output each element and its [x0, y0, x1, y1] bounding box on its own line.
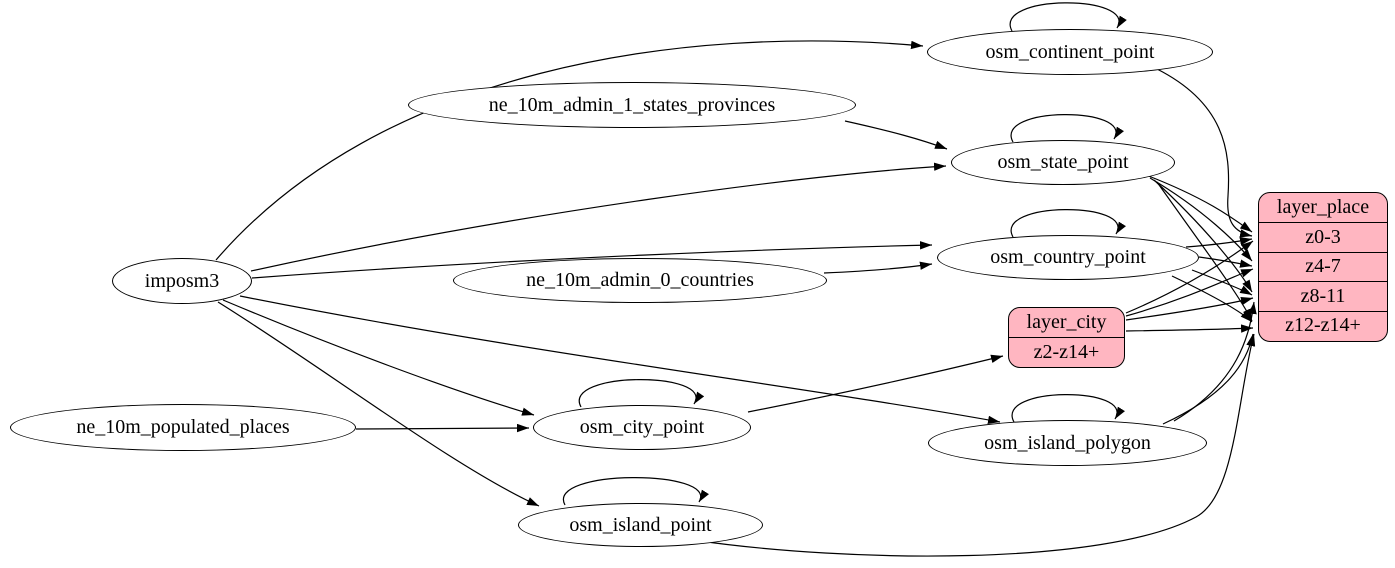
layer-place-row-z8-11: z8-11: [1259, 281, 1387, 310]
layer-city-row-z2-z14: z2-z14+: [1009, 337, 1124, 366]
node-osm-continent-point: osm_continent_point: [927, 29, 1213, 75]
edge-country-z4: [1198, 256, 1253, 268]
edge-imposm3-country: [251, 241, 933, 279]
node-ne-10m-admin-1-states-provinces: ne_10m_admin_1_states_provinces: [408, 82, 856, 128]
edge-continent-z0: [1156, 68, 1253, 238]
edge-layercity-z8: [1125, 296, 1254, 321]
edge-islandpt-z12: [692, 333, 1256, 557]
edge-imposm3-city: [222, 299, 535, 416]
node-osm-city-point: osm_city_point: [533, 405, 751, 450]
edge-ne1-state: [844, 120, 948, 150]
node-osm-country-point: osm_country_point: [937, 235, 1199, 280]
edge-layercity-z4: [1125, 268, 1254, 317]
edge-imposm3-island-polygon: [239, 295, 1001, 425]
edge-ne0-country: [823, 261, 933, 274]
record-layer-city: layer_city z2-z14+: [1008, 307, 1125, 368]
edge-imposm3-continent: [215, 40, 924, 261]
selfloop-city: [578, 379, 705, 408]
record-layer-place: layer_place z0-3 z4-7 z8-11 z12-z14+: [1258, 192, 1388, 342]
edge-layercity-z12: [1125, 324, 1254, 333]
edge-city-layercity: [747, 354, 1004, 413]
selfloop-continent: [1009, 2, 1127, 32]
edge-imposm3-state: [250, 162, 947, 272]
layer-place-row-z12-z14: z12-z14+: [1259, 310, 1387, 340]
layer-place-row-z0-3: z0-3: [1259, 222, 1387, 251]
layer-city-title: layer_city: [1026, 311, 1107, 333]
edge-state-z0: [1145, 174, 1253, 233]
selfloop-island-polygon: [1011, 394, 1125, 423]
edge-state-z4: [1149, 177, 1253, 262]
selfloop-state: [1010, 114, 1124, 143]
node-ne-10m-admin-0-countries: ne_10m_admin_0_countries: [453, 258, 827, 303]
edge-imposm3-island-point: [217, 301, 540, 507]
node-osm-state-point: osm_state_point: [951, 140, 1175, 185]
node-osm-island-point: osm_island_point: [518, 503, 763, 547]
node-imposm3: imposm3: [112, 258, 252, 304]
node-ne-10m-populated-places: ne_10m_populated_places: [10, 404, 356, 451]
layer-place-title: layer_place: [1276, 196, 1370, 219]
selfloop-country: [1010, 209, 1126, 238]
node-osm-island-polygon: osm_island_polygon: [928, 420, 1207, 466]
edge-country-z12: [1171, 275, 1253, 323]
edge-country-z8: [1191, 269, 1253, 296]
edge-layercity-z0: [1125, 240, 1254, 314]
edge-nepop-city: [355, 423, 530, 433]
layer-place-row-z4-7: z4-7: [1259, 251, 1387, 281]
selfloop-island-point: [562, 477, 709, 506]
edge-country-z0: [1185, 237, 1253, 248]
